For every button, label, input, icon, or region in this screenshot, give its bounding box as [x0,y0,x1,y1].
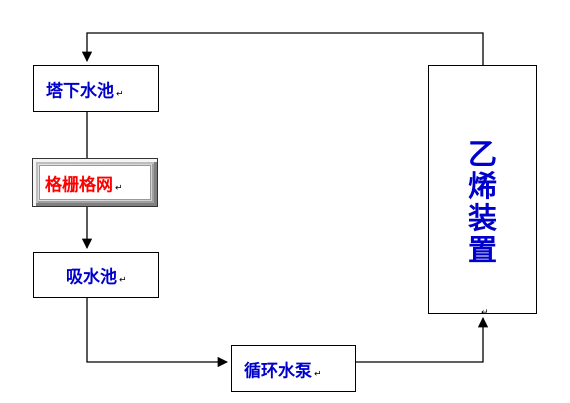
paragraph-mark: ↵ [116,89,124,99]
grille-box: 格栅格网↵ [32,158,158,207]
circulation-pump-label: 循环水泵 [244,361,312,381]
ethylene-unit-box: 乙烯装置 ↵ [428,65,537,318]
suction-pool-box: 吸水池↵ [33,252,159,298]
ethylene-unit-label: 乙烯装置 [467,137,497,267]
paragraph-mark: ↵ [314,369,322,379]
return-line [81,32,484,65]
tower-pool-label: 塔下水池 [46,81,114,101]
paragraph-mark: ↵ [481,308,489,318]
suction-to-pump-arrow [86,298,229,368]
tower-pool-box: 塔下水池↵ [33,65,159,112]
suction-pool-label: 吸水池 [66,267,117,288]
grille-label: 格栅格网 [45,175,113,195]
pump-to-ethylene-arrow [356,316,489,363]
paragraph-mark: ↵ [119,275,127,286]
circulation-pump-box: 循环水泵↵ [231,345,356,392]
grille-inner-panel [39,165,151,200]
paragraph-mark: ↵ [115,183,123,193]
